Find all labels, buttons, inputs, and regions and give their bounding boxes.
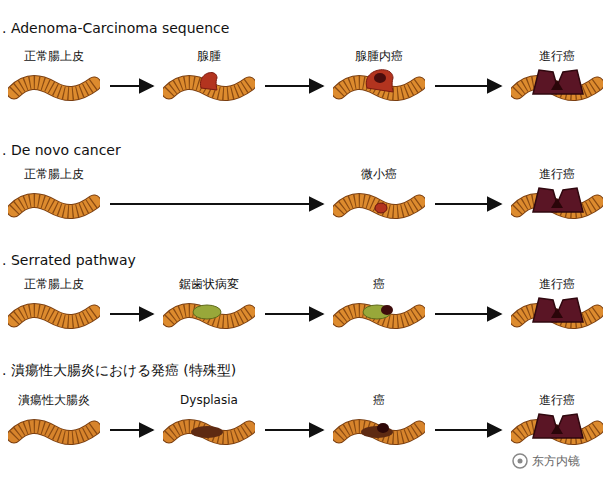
stage-node: 正常腸上皮 xyxy=(2,276,106,336)
colon-folds xyxy=(169,426,249,437)
cancer-focus xyxy=(381,305,393,315)
dysplasia-lesion xyxy=(191,426,223,438)
colon-illustration xyxy=(8,292,100,336)
stage-arrow xyxy=(110,313,153,315)
stage-node: 癌 xyxy=(327,276,431,336)
row-heading: . 潰瘍性大腸炎における発癌 (特殊型) xyxy=(2,362,236,380)
stage-node: 潰瘍性大腸炎 xyxy=(2,392,106,452)
stage-label: 進行癌 xyxy=(505,48,608,64)
stage-node: 腺腫内癌 xyxy=(327,48,431,108)
colon-outline xyxy=(14,200,94,211)
stage-arrow xyxy=(265,313,323,315)
advanced-cancer xyxy=(533,414,583,438)
watermark-icon xyxy=(513,454,527,468)
serrated-lesion xyxy=(193,305,221,319)
stage-arrow xyxy=(110,85,153,87)
stage-node: 進行癌 xyxy=(505,166,608,226)
ulcer-crater xyxy=(551,80,563,90)
row-heading: . Serrated pathway xyxy=(2,252,136,268)
colon-illustration xyxy=(511,292,603,336)
stage-node: 正常腸上皮 xyxy=(2,48,106,108)
colon-wall xyxy=(14,82,94,93)
stage-node: 正常腸上皮 xyxy=(2,166,106,226)
colon-outline xyxy=(14,82,94,93)
stage-label: 正常腸上皮 xyxy=(2,166,106,182)
stage-label: 微小癌 xyxy=(327,166,431,182)
colon-folds xyxy=(14,426,94,437)
stage-arrow xyxy=(435,313,501,315)
colon-wall xyxy=(14,426,94,437)
colon-illustration xyxy=(333,182,425,226)
colon-illustration xyxy=(8,64,100,108)
ulcer-crater xyxy=(551,198,563,208)
colon-illustration xyxy=(333,64,425,108)
stage-arrow xyxy=(435,429,501,431)
adenoma-lesion xyxy=(366,70,393,92)
stage-node: 微小癌 xyxy=(327,166,431,226)
stage-node: 進行癌 xyxy=(505,276,608,336)
stage-label: Dysplasia xyxy=(157,392,261,408)
colon-illustration xyxy=(333,292,425,336)
stage-arrow xyxy=(110,203,323,205)
stage-label: 進行癌 xyxy=(505,166,608,182)
cancer-focus xyxy=(377,423,389,433)
stage-arrow xyxy=(435,203,501,205)
advanced-cancer xyxy=(533,70,583,94)
stage-arrow xyxy=(110,429,153,431)
stage-label: 腺腫 xyxy=(157,48,261,64)
colon-illustration xyxy=(163,408,255,452)
colon-folds xyxy=(14,200,94,211)
stage-label: 正常腸上皮 xyxy=(2,48,106,64)
advanced-cancer xyxy=(533,188,583,212)
colon-outline xyxy=(14,426,94,437)
colon-wall xyxy=(169,426,249,437)
row-heading: . De novo cancer xyxy=(2,142,121,158)
stage-node: 腺腫 xyxy=(157,48,261,108)
colon-illustration xyxy=(163,64,255,108)
colon-folds xyxy=(14,82,94,93)
stage-label: 潰瘍性大腸炎 xyxy=(2,392,106,408)
advanced-cancer xyxy=(533,298,583,322)
colon-wall xyxy=(14,310,94,321)
colon-outline xyxy=(14,310,94,321)
ulcer-crater xyxy=(551,424,563,434)
stage-arrow xyxy=(265,85,323,87)
colon-illustration xyxy=(8,408,100,452)
stage-label: 正常腸上皮 xyxy=(2,276,106,292)
adenoma-lesion xyxy=(200,73,217,90)
stage-label: 癌 xyxy=(327,392,431,408)
stage-arrow xyxy=(435,85,501,87)
stage-label: 進行癌 xyxy=(505,276,608,292)
colon-illustration xyxy=(333,408,425,452)
row-heading: . Adenoma-Carcinoma sequence xyxy=(2,20,229,36)
colon-folds xyxy=(14,310,94,321)
watermark: 东方内镜 xyxy=(532,453,580,470)
stage-node: 進行癌 xyxy=(505,392,608,452)
ulcer-crater xyxy=(551,308,563,318)
stage-label: 進行癌 xyxy=(505,392,608,408)
colon-illustration xyxy=(511,64,603,108)
colon-illustration xyxy=(8,182,100,226)
colon-wall xyxy=(14,200,94,211)
stage-arrow xyxy=(265,429,323,431)
colon-illustration xyxy=(163,292,255,336)
stage-node: Dysplasia xyxy=(157,392,261,452)
colon-illustration xyxy=(511,408,603,452)
stage-node: 進行癌 xyxy=(505,48,608,108)
stage-node: 癌 xyxy=(327,392,431,452)
stage-label: 腺腫内癌 xyxy=(327,48,431,64)
micro-cancer xyxy=(375,203,387,213)
stage-label: 癌 xyxy=(327,276,431,292)
stage-node: 鋸歯状病変 xyxy=(157,276,261,336)
colon-outline xyxy=(169,426,249,437)
colon-illustration xyxy=(511,182,603,226)
cancer-focus xyxy=(374,73,386,83)
stage-label: 鋸歯状病変 xyxy=(157,276,261,292)
